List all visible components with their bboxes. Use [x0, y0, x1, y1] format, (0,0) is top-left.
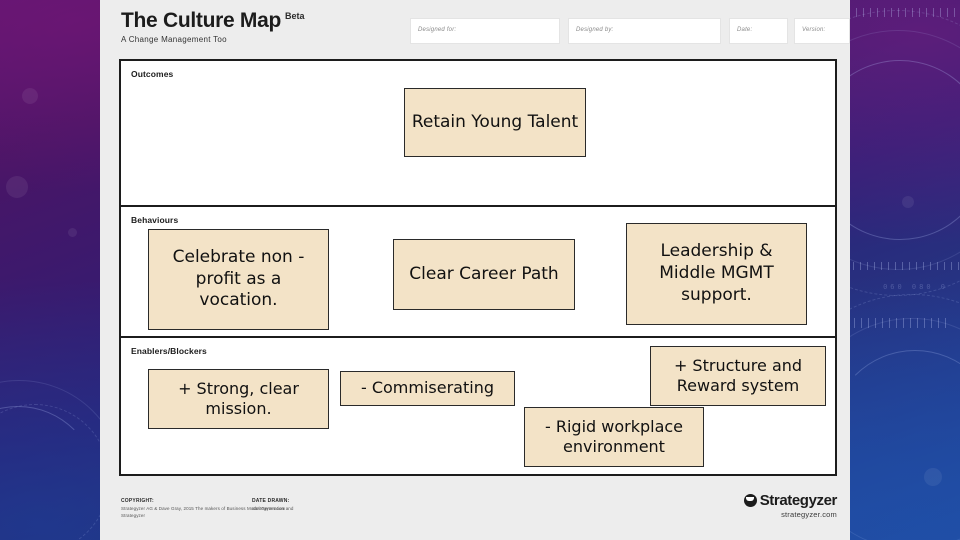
band-enablers-label: Enablers/Blockers [131, 346, 207, 356]
hud-ring-lower-left [0, 406, 98, 540]
band-behaviours: Behaviours Celebrate non -profit as a vo… [121, 207, 835, 338]
hud-spark-1 [22, 88, 38, 104]
hud-spark-4 [902, 196, 914, 208]
hud-scale-label-right: 060 080 0 [883, 283, 948, 291]
page-title: The Culture Map [121, 9, 282, 32]
page-subtitle: A Change Management Too [121, 35, 227, 44]
designed-by-label: Designed by: [576, 27, 614, 33]
copyright-text: Strategyzer AG & Dave Gray, 2015 The mak… [121, 506, 294, 518]
hud-spark-3 [68, 228, 77, 237]
designed-for-label: Designed for: [418, 27, 457, 33]
version-label: Version: [802, 27, 826, 33]
hud-ring-lower-left-dashed [0, 404, 110, 540]
note-celebrate-non-profit[interactable]: Celebrate non -profit as a vocation. [148, 229, 329, 330]
note-structure-reward-system[interactable]: + Structure and Reward system [650, 346, 826, 406]
footer-drawn: DATE DRAWN: strategyzer.com [252, 498, 347, 513]
strategyzer-logo-icon [743, 494, 757, 507]
brand-url: strategyzer.com [781, 510, 837, 519]
strategyzer-brand[interactable]: Strategyzer strategyzer.com [743, 492, 838, 519]
note-leadership-support[interactable]: Leadership & Middle MGMT support. [626, 223, 807, 325]
note-retain-young-talent[interactable]: Retain Young Talent [404, 88, 586, 157]
beta-badge: Beta [285, 11, 305, 21]
band-outcomes-label: Outcomes [131, 69, 174, 79]
hud-spark-5 [924, 468, 942, 486]
note-clear-career-path[interactable]: Clear Career Path [393, 239, 575, 310]
designed-by-field[interactable]: Designed by: [568, 18, 721, 44]
canvas-footer: COPYRIGHT: Strategyzer AG & Dave Gray, 2… [100, 482, 850, 540]
band-outcomes: Outcomes Retain Young Talent [121, 61, 835, 207]
designed-for-field[interactable]: Designed for: [410, 18, 560, 44]
date-field[interactable]: Date: [729, 18, 788, 44]
copyright-label: COPYRIGHT: [121, 498, 154, 504]
date-label: Date: [737, 27, 753, 33]
note-commiserating[interactable]: - Commiserating [340, 371, 515, 406]
brand-name: Strategyzer [759, 492, 838, 509]
hud-tickrow-low-right [840, 318, 950, 328]
version-field[interactable]: Version: [794, 18, 850, 44]
drawn-label: DATE DRAWN: [252, 498, 290, 504]
drawn-text: strategyzer.com [252, 506, 286, 511]
footer-copyright: COPYRIGHT: Strategyzer AG & Dave Gray, 2… [121, 498, 296, 520]
band-enablers: Enablers/Blockers + Structure and Reward… [121, 338, 835, 474]
hud-spark-2 [6, 176, 28, 198]
culture-map-canvas: Outcomes Retain Young Talent Behaviours … [119, 59, 837, 476]
note-rigid-workplace[interactable]: - Rigid workplace environment [524, 407, 704, 467]
band-behaviours-label: Behaviours [131, 215, 179, 225]
note-strong-clear-mission[interactable]: + Strong, clear mission. [148, 369, 329, 429]
